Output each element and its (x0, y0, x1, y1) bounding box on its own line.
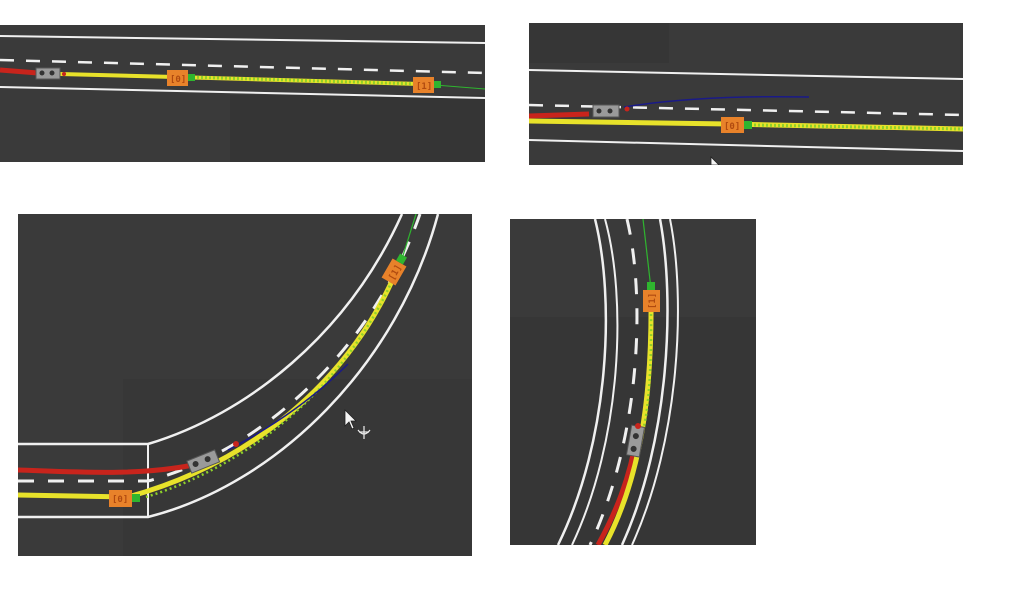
plan-trajectory (227, 363, 349, 451)
obstacle-label: [0] (112, 495, 128, 505)
obstacle-label: [0] (170, 75, 186, 85)
sim-view-straight-1[interactable]: [0] [1] (0, 25, 485, 162)
guide-line (642, 219, 652, 290)
road-edge-right (620, 219, 669, 545)
obstacle-0: [0] (721, 117, 752, 133)
path-dots (184, 75, 421, 86)
arrow-cursor-icon (344, 409, 357, 430)
road-edge-top (18, 214, 404, 446)
guide-line (400, 214, 417, 263)
road-edge-top (0, 35, 485, 44)
ego-vehicle (592, 104, 630, 118)
path-dots (145, 271, 398, 499)
obstacle-0: [0] (167, 70, 195, 86)
sim-view-curve-1[interactable]: [0] [1] (18, 214, 472, 556)
road-edge-bottom (529, 139, 963, 152)
obstacle-label: [1] (416, 82, 432, 92)
lane-center-dashes (529, 103, 963, 117)
path-dots (753, 123, 963, 131)
sim-view-straight-2[interactable]: [0] (529, 23, 963, 165)
road-edge-bottom (0, 86, 485, 99)
road-canvas: [0] (529, 23, 963, 165)
target-point (635, 423, 641, 429)
path-dots (639, 313, 653, 436)
obstacle-1: [1] (413, 77, 441, 93)
road-edge-right-inner (631, 219, 679, 545)
guide-line (434, 84, 485, 90)
target-point (233, 441, 239, 447)
sim-view-curve-2[interactable]: [1] (510, 219, 756, 545)
road-canvas: [0] [1] (0, 25, 485, 162)
ego-vehicle (35, 67, 66, 80)
ego-vehicle (186, 449, 221, 474)
ego-vehicle (625, 424, 646, 458)
obstacle-0: [0] (109, 490, 140, 507)
history-trail (18, 462, 194, 475)
road-edge-top (529, 69, 963, 80)
arrow-cursor-icon (710, 156, 720, 165)
road-canvas: [0] [1] (18, 214, 472, 556)
road-canvas: [1] (510, 219, 756, 545)
obstacle-1: [1] (643, 282, 660, 312)
road-edge-left-inner (571, 219, 619, 545)
road-edge-left (556, 219, 608, 545)
plan-trajectory (623, 95, 810, 108)
obstacle-1: [1] (381, 253, 407, 286)
road-edge-bottom (18, 214, 440, 519)
obstacle-label: [0] (724, 122, 740, 132)
obstacle-label: [1] (648, 293, 658, 309)
lane-center-dashes (588, 219, 639, 545)
history-trail (0, 67, 39, 76)
lane-center-dashes (0, 58, 485, 75)
move-cursor-icon (357, 426, 371, 439)
planned-path (602, 293, 654, 545)
history-trail (529, 111, 590, 119)
